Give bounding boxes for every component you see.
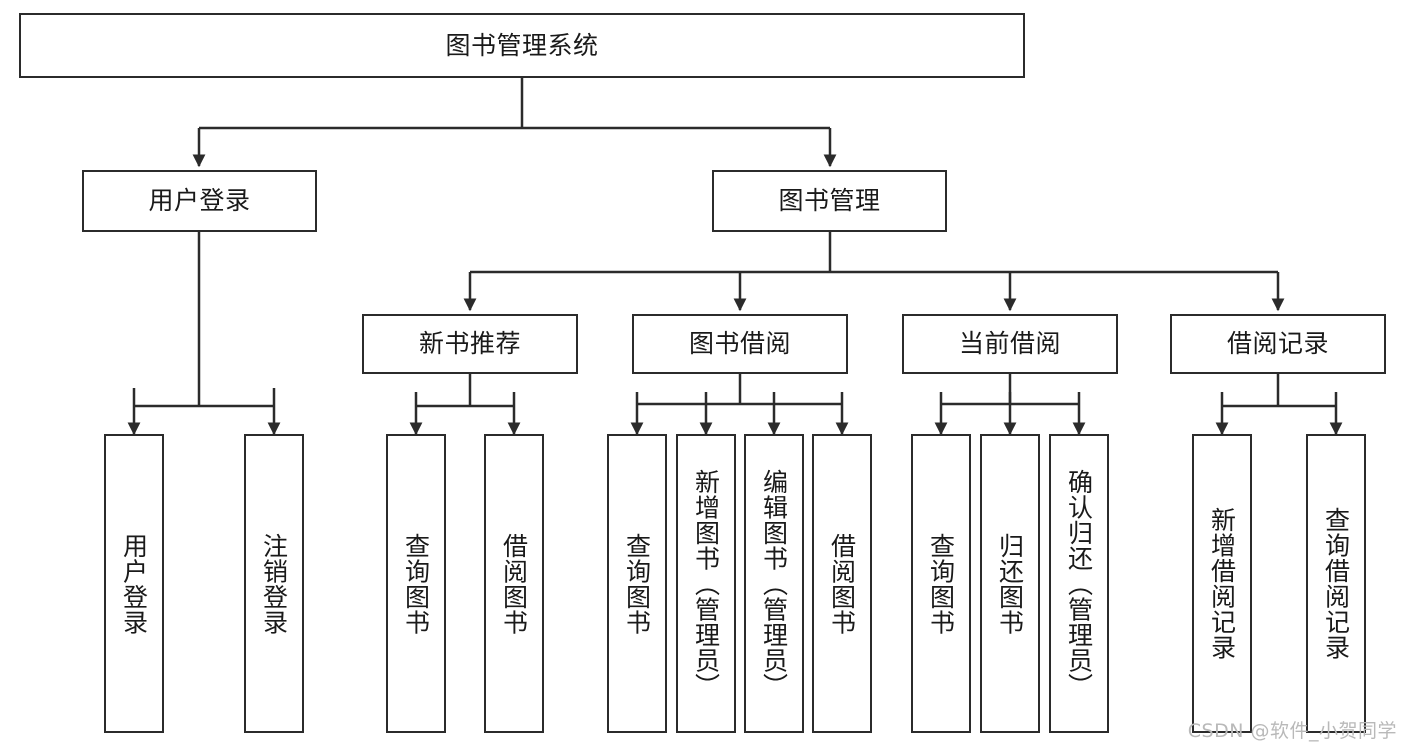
leaf-book-borrow-3-label: 编辑图书（管理员）: [759, 468, 789, 699]
leaf-borrow-record-2-label: 查询借阅记录: [1321, 507, 1351, 660]
leaf-current-borrow-2-label: 归还图书: [995, 532, 1025, 635]
node-root-system[interactable]: 图书管理系统: [19, 13, 1025, 78]
leaf-current-borrow-1-label: 查询图书: [926, 532, 956, 635]
leaf-new-book-recommend-1-label: 查询图书: [401, 532, 431, 635]
node-current-borrow-label: 当前借阅: [958, 329, 1061, 359]
leaf-borrow-record-2[interactable]: 查询借阅记录: [1306, 434, 1366, 733]
leaf-book-borrow-2-label: 新增图书（管理员）: [691, 468, 721, 699]
leaf-new-book-recommend-1[interactable]: 查询图书: [386, 434, 446, 733]
node-borrow-record-label: 借阅记录: [1226, 329, 1329, 359]
leaf-new-book-recommend-2[interactable]: 借阅图书: [484, 434, 544, 733]
leaf-book-borrow-2[interactable]: 新增图书（管理员）: [676, 434, 736, 733]
leaf-user-login-1-label: 用户登录: [119, 532, 149, 635]
node-new-book-recommend-label: 新书推荐: [418, 329, 521, 359]
leaf-user-login-2-label: 注销登录: [259, 532, 289, 635]
node-user-login-label: 用户登录: [148, 186, 251, 216]
node-book-borrow[interactable]: 图书借阅: [632, 314, 848, 374]
leaf-user-login-1[interactable]: 用户登录: [104, 434, 164, 733]
node-borrow-record[interactable]: 借阅记录: [1170, 314, 1386, 374]
node-new-book-recommend[interactable]: 新书推荐: [362, 314, 578, 374]
node-current-borrow[interactable]: 当前借阅: [902, 314, 1118, 374]
leaf-book-borrow-1-label: 查询图书: [622, 532, 652, 635]
leaf-current-borrow-1[interactable]: 查询图书: [911, 434, 971, 733]
leaf-current-borrow-3-label: 确认归还（管理员）: [1064, 468, 1094, 699]
node-book-borrow-label: 图书借阅: [688, 329, 791, 359]
node-root-system-label: 图书管理系统: [445, 30, 599, 60]
leaf-book-borrow-4[interactable]: 借阅图书: [812, 434, 872, 733]
leaf-current-borrow-3[interactable]: 确认归还（管理员）: [1049, 434, 1109, 733]
node-book-management[interactable]: 图书管理: [712, 170, 947, 232]
leaf-book-borrow-4-label: 借阅图书: [827, 532, 857, 635]
leaf-user-login-2[interactable]: 注销登录: [244, 434, 304, 733]
leaf-borrow-record-1-label: 新增借阅记录: [1207, 507, 1237, 660]
leaf-borrow-record-1[interactable]: 新增借阅记录: [1192, 434, 1252, 733]
node-book-management-label: 图书管理: [778, 186, 881, 216]
leaf-book-borrow-3[interactable]: 编辑图书（管理员）: [744, 434, 804, 733]
node-user-login[interactable]: 用户登录: [82, 170, 317, 232]
leaf-current-borrow-2[interactable]: 归还图书: [980, 434, 1040, 733]
leaf-new-book-recommend-2-label: 借阅图书: [499, 532, 529, 635]
leaf-book-borrow-1[interactable]: 查询图书: [607, 434, 667, 733]
